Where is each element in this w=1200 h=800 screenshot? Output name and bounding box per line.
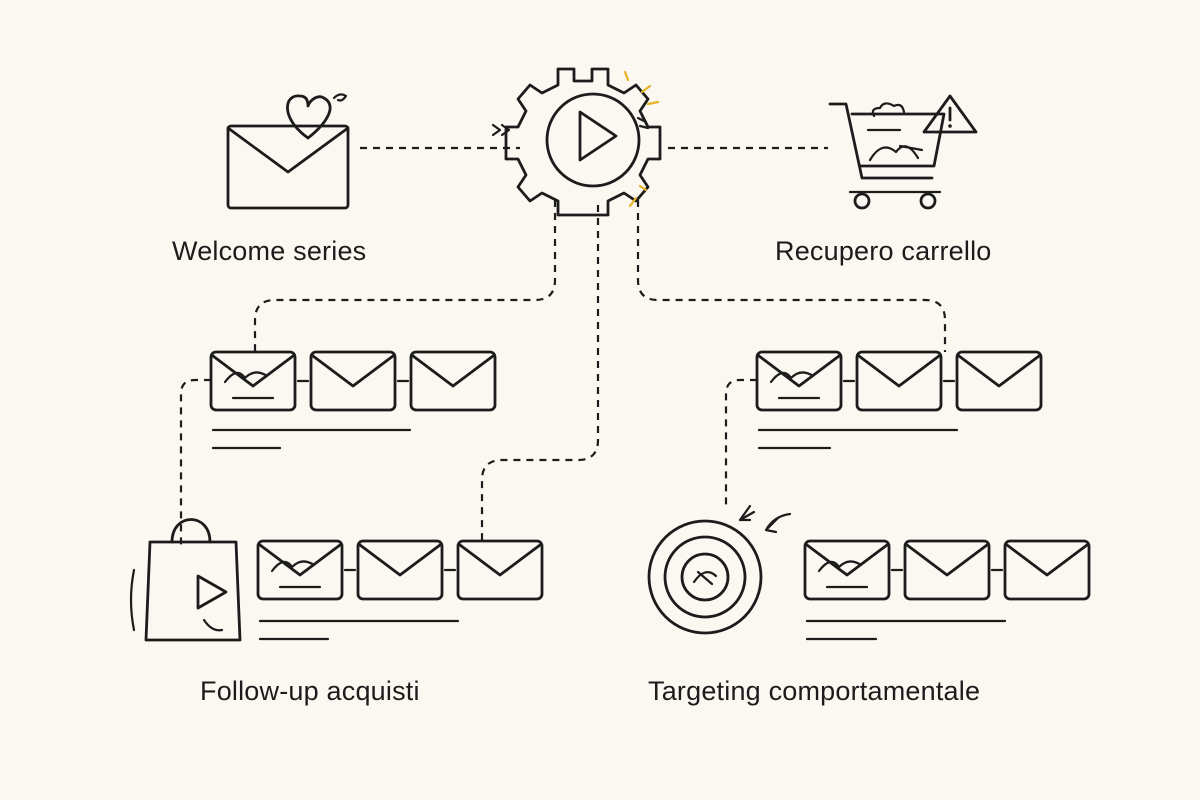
envelope-icon <box>309 350 397 412</box>
envelope-icon <box>803 539 891 601</box>
email-rows <box>209 350 1091 601</box>
envelope-icon <box>356 539 444 601</box>
connector-welcome-to-followup <box>179 378 211 545</box>
label-recupero-carrello: Recupero carrello <box>775 236 992 266</box>
label-targeting-comportamentale: Targeting comportamentale <box>648 676 981 706</box>
envelope-icon <box>755 350 843 412</box>
envelope-heart-icon <box>226 93 350 210</box>
envelope-icon <box>855 350 943 412</box>
label-welcome-series: Welcome series <box>172 236 367 266</box>
email-row-welcome <box>209 350 497 412</box>
envelope-icon <box>256 539 344 601</box>
email-row-cart <box>755 350 1043 412</box>
shopping-bag-icon <box>129 518 242 642</box>
placeholder-lines <box>211 428 1007 641</box>
gear-play-icon <box>491 67 662 217</box>
target-icon <box>647 504 792 635</box>
envelope-icon <box>456 539 544 601</box>
label-follow-up-acquisti: Follow-up acquisti <box>200 676 420 706</box>
email-row-followup <box>256 539 544 601</box>
cart-warning-icon <box>828 94 978 210</box>
connector-hub-cart-flow <box>636 200 947 352</box>
envelope-icon <box>1003 539 1091 601</box>
connector-hub-followup-flow <box>480 205 600 540</box>
email-row-targeting <box>803 539 1091 601</box>
envelope-icon <box>409 350 497 412</box>
connectors <box>179 146 947 545</box>
envelope-icon <box>955 350 1043 412</box>
envelope-icon <box>903 539 991 601</box>
connector-cart-to-targeting <box>724 378 757 505</box>
connector-hub-welcome-flow <box>253 200 557 352</box>
envelope-icon <box>209 350 297 412</box>
